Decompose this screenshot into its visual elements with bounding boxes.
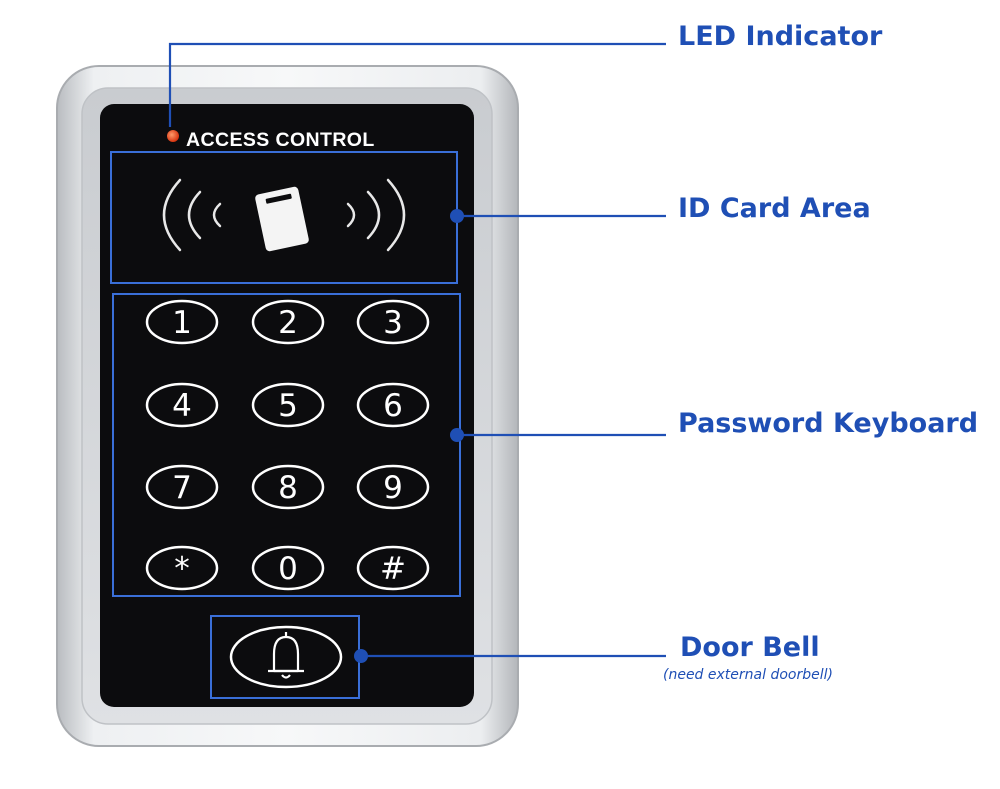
callout-led-indicator: LED Indicator [678, 21, 883, 52]
key-0[interactable]: 0 [251, 545, 325, 591]
key-label: 4 [172, 388, 192, 424]
key-label: * [174, 551, 190, 587]
key-8[interactable]: 8 [251, 464, 325, 510]
key-hash[interactable]: # [356, 545, 430, 591]
key-4[interactable]: 4 [145, 382, 219, 428]
key-3[interactable]: 3 [356, 299, 430, 345]
id-card-area [110, 151, 458, 284]
key-label: 9 [383, 470, 403, 506]
rfid-card-icon [255, 186, 309, 252]
key-label: 1 [172, 305, 192, 341]
key-label: 8 [278, 470, 298, 506]
rfid-waves-right-icon [346, 178, 406, 252]
black-panel [100, 104, 474, 707]
card-leader-dot [450, 209, 464, 223]
door-bell-button[interactable] [229, 625, 343, 689]
keyboard-leader-dot [450, 428, 464, 442]
key-label: # [380, 551, 406, 587]
key-label: 5 [278, 388, 298, 424]
key-label: 7 [172, 470, 192, 506]
key-label: 6 [383, 388, 403, 424]
bell-icon [268, 632, 304, 679]
callout-id-card-area: ID Card Area [678, 193, 871, 224]
callout-password-keyboard: Password Keyboard [678, 408, 979, 439]
key-star[interactable]: * [145, 545, 219, 591]
key-6[interactable]: 6 [356, 382, 430, 428]
callout-dots [354, 209, 464, 663]
key-label: 2 [278, 305, 298, 341]
led-leader-line [168, 42, 666, 127]
key-2[interactable]: 2 [251, 299, 325, 345]
key-1[interactable]: 1 [145, 299, 219, 345]
key-label: 0 [278, 551, 298, 587]
callout-door-bell: Door Bell [680, 632, 820, 663]
key-9[interactable]: 9 [356, 464, 430, 510]
password-keyboard: 1 2 3 4 5 6 7 8 9 * 0 # [112, 293, 461, 597]
led-indicator [167, 130, 179, 142]
key-7[interactable]: 7 [145, 464, 219, 510]
rfid-waves-left-icon [162, 178, 222, 252]
callout-door-bell-note: (need external doorbell) [663, 667, 833, 683]
key-label: 3 [383, 305, 403, 341]
brand-text: ACCESS CONTROL [186, 129, 375, 151]
callout-lines [168, 42, 666, 658]
bell-leader-dot [354, 649, 368, 663]
key-5[interactable]: 5 [251, 382, 325, 428]
